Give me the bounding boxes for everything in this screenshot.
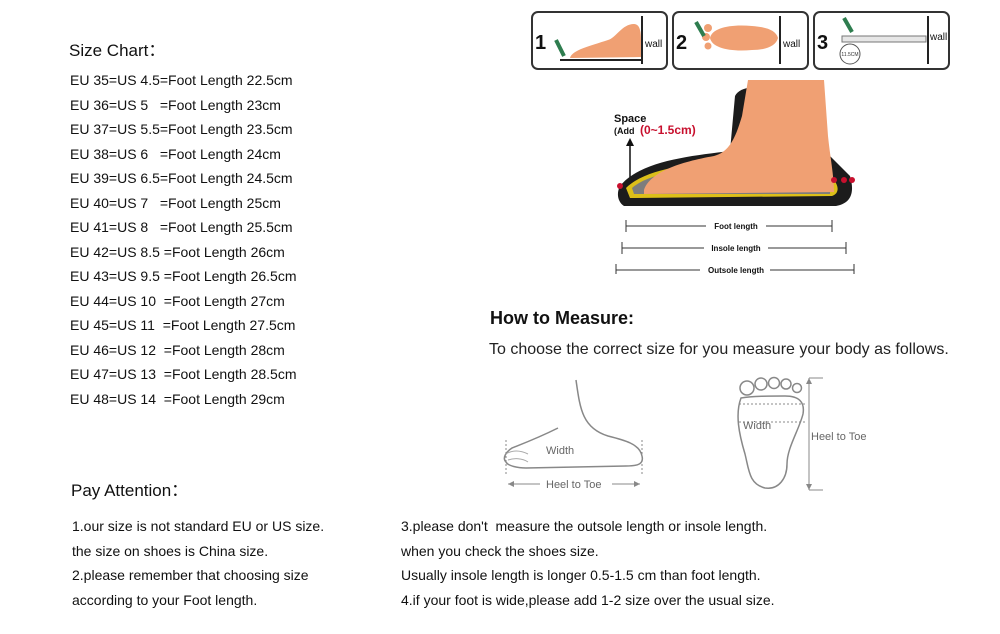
measurement-steps-illustration: 1 wall 2 wall 3 11.5CM wall	[531, 11, 950, 70]
pay-attention-left-notes: 1.our size is not standard EU or US size…	[72, 514, 324, 612]
magnifier-icon	[839, 43, 861, 65]
how-to-measure-subtitle: To choose the correct size for you measu…	[489, 341, 949, 358]
size-chart-title: Size Chart：	[69, 41, 166, 60]
note-line: 3.please don't measure the outsole lengt…	[401, 518, 768, 534]
size-row: EU 41=US 8 =Foot Length 25.5cm	[70, 219, 293, 235]
note-line: the size on shoes is China size.	[72, 542, 269, 559]
note-line: according to your Foot length.	[72, 591, 258, 608]
outsole-length-label: Outsole length	[708, 266, 764, 275]
wall-label: wall	[929, 32, 947, 43]
space-add-label: (Add	[614, 126, 635, 136]
size-row: EU 44=US 10 =Foot Length 27cm	[70, 292, 285, 309]
wall-label: wall	[644, 39, 662, 50]
size-row: EU 38=US 6 =Foot Length 24cm	[70, 145, 281, 162]
step-2-number: 2	[676, 32, 687, 54]
pen-icon	[842, 17, 854, 33]
size-row: EU 42=US 8.5 =Foot Length 26cm	[70, 243, 285, 260]
note-line: 4.if your foot is wide,please add 1-2 si…	[401, 591, 775, 608]
space-label: Space	[614, 113, 646, 125]
size-row: EU 43=US 9.5 =Foot Length 26.5cm	[70, 268, 297, 284]
pen-icon	[554, 39, 566, 57]
foot-top-outline: Width Heel to Toe	[737, 376, 866, 491]
pen-icon	[694, 21, 706, 37]
insole-length-label: Insole length	[711, 244, 760, 253]
foot-side-icon	[570, 24, 641, 58]
note-line: when you check the shoes size.	[401, 542, 599, 559]
size-row: EU 45=US 11 =Foot Length 27.5cm	[70, 317, 296, 333]
size-row: EU 35=US 4.5=Foot Length 22.5cm	[70, 72, 293, 88]
step-2-panel: 2 wall	[672, 11, 809, 70]
step-3-panel: 3 11.5CM wall	[813, 11, 950, 70]
step-1-panel: 1 wall	[531, 11, 668, 70]
heel-to-toe-label: Heel to Toe	[546, 479, 601, 491]
foot-length-label: Foot length	[714, 222, 758, 231]
foot-side-outline: Width Heel to Toe	[503, 379, 644, 491]
step-3-number: 3	[817, 32, 828, 54]
size-row: EU 39=US 6.5=Foot Length 24.5cm	[70, 170, 293, 186]
foot-top-icon	[710, 25, 778, 51]
arrow-up-icon	[626, 138, 634, 146]
step-1-number: 1	[535, 32, 546, 54]
pay-attention-title: Pay Attention：	[71, 481, 189, 500]
how-to-measure-title: How to Measure:	[490, 308, 635, 328]
pay-attention-right-notes: 3.please don't measure the outsole lengt…	[401, 514, 775, 612]
size-row: EU 46=US 12 =Foot Length 28cm	[70, 341, 285, 358]
width-label: Width	[546, 445, 574, 457]
wall-label: wall	[782, 39, 800, 50]
note-line: 2.please remember that choosing size	[72, 567, 309, 583]
note-line: Usually insole length is longer 0.5-1.5 …	[401, 567, 761, 583]
size-row: EU 40=US 7 =Foot Length 25cm	[70, 194, 281, 211]
foot-icon	[644, 80, 834, 194]
ruler-icon	[841, 35, 927, 43]
size-row: EU 47=US 13 =Foot Length 28.5cm	[70, 366, 297, 382]
width-label: Width	[743, 420, 771, 432]
note-line: 1.our size is not standard EU or US size…	[72, 518, 325, 534]
size-row: EU 36=US 5 =Foot Length 23cm	[70, 96, 281, 113]
ruler-value: 11.5CM	[841, 52, 858, 58]
size-row: EU 48=US 14 =Foot Length 29cm	[70, 390, 285, 407]
space-range-label: (0~1.5cm)	[640, 123, 696, 137]
heel-to-toe-label: Heel to Toe	[811, 431, 866, 443]
size-row: EU 37=US 5.5=Foot Length 23.5cm	[70, 121, 293, 137]
size-chart-list: EU 35=US 4.5=Foot Length 22.5cm EU 36=US…	[70, 72, 296, 415]
shoe-length-diagram: Space (Add (0~1.5cm) Foot length Insole …	[614, 80, 855, 275]
